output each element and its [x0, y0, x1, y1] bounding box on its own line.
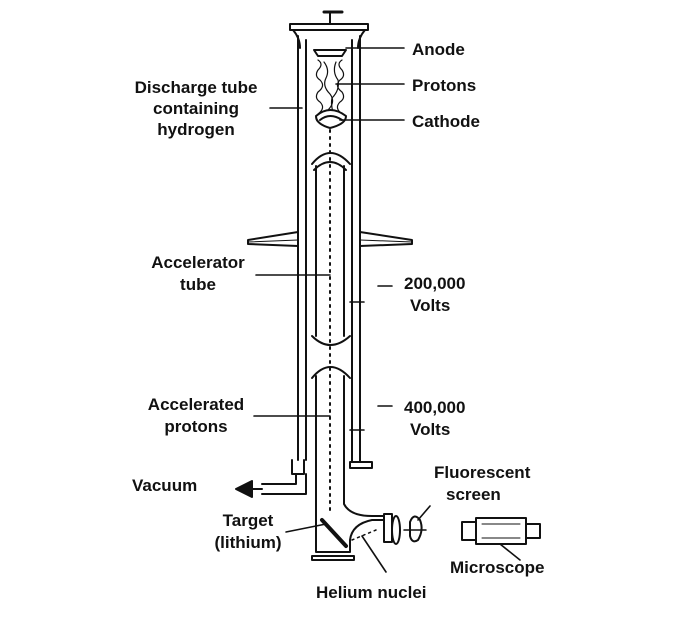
window	[391, 515, 401, 545]
cathode-coil	[319, 115, 343, 121]
label-anode: Anode	[412, 40, 465, 59]
label-200k-line1: 200,000	[404, 274, 465, 293]
label-microscope: Microscope	[450, 558, 544, 577]
label-400k-line1: 400,000	[404, 398, 465, 417]
outer-tube	[297, 35, 373, 469]
vacuum-arrow-icon	[235, 480, 253, 498]
label-discharge-line3: hydrogen	[157, 120, 234, 139]
fluorescent-screen	[403, 515, 427, 543]
target-chamber	[311, 487, 401, 561]
cathode-plate	[315, 109, 347, 129]
upper-accelerator-electrode	[311, 152, 351, 346]
label-fluorescent-line2: screen	[446, 485, 501, 504]
label-accelerated-line1: Accelerated	[148, 395, 244, 414]
label-discharge-line2: containing	[153, 99, 239, 118]
label-400k-line2: Volts	[410, 420, 450, 439]
label-target-line1: Target	[223, 511, 274, 530]
vacuum-pipe	[235, 459, 307, 498]
label-target-line2: (lithium)	[214, 533, 281, 552]
leader-helium	[361, 535, 387, 573]
leader-lines	[253, 47, 521, 573]
leader-target	[285, 523, 327, 533]
label-200k-line2: Volts	[410, 296, 450, 315]
lower-accelerator-electrode	[311, 366, 351, 489]
label-vacuum: Vacuum	[132, 476, 197, 495]
label-discharge-line1: Discharge tube	[135, 78, 258, 97]
label-accelerated-line2: protons	[164, 417, 227, 436]
labels: Anode Protons Cathode Discharge tube con…	[132, 40, 544, 602]
anode-plate	[313, 49, 347, 57]
label-helium-nuclei: Helium nuclei	[316, 583, 427, 602]
top-cap	[289, 10, 369, 49]
mid-flange	[247, 231, 413, 247]
label-fluorescent-line1: Fluorescent	[434, 463, 531, 482]
label-accelerator-line2: tube	[180, 275, 216, 294]
helium-nuclei-paths	[351, 529, 377, 541]
label-cathode: Cathode	[412, 112, 480, 131]
label-protons: Protons	[412, 76, 476, 95]
leader-microscope	[499, 543, 521, 561]
microscope	[461, 517, 541, 545]
leader-screen	[417, 505, 431, 521]
label-accelerator-line1: Accelerator	[151, 253, 245, 272]
